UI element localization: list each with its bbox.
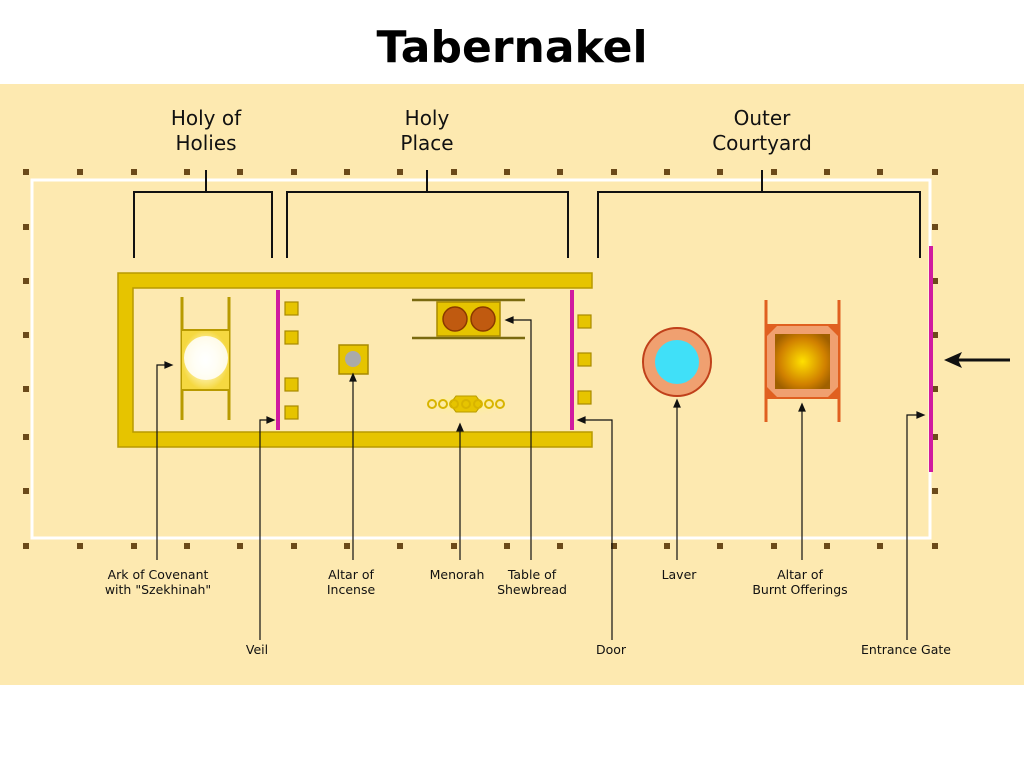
- heading-outer-courtyard-1: Outer: [734, 106, 792, 130]
- label-altar-burnt-2: Burnt Offerings: [752, 582, 847, 597]
- altar-of-incense: [338, 344, 369, 375]
- tabernacle-walls: [117, 272, 593, 448]
- leader-lines: [156, 316, 926, 640]
- label-table-2: Shewbread: [497, 582, 567, 597]
- heading-holy-place-2: Place: [400, 131, 453, 155]
- entrance-arrow: [944, 352, 1010, 368]
- label-menorah: Menorah: [430, 567, 485, 582]
- courtyard-post: [23, 224, 29, 230]
- label-door: Door: [596, 642, 627, 657]
- courtyard-post: [451, 169, 457, 175]
- menorah: [418, 390, 514, 418]
- courtyard-post: [824, 543, 830, 549]
- ark-of-covenant: [180, 297, 231, 420]
- heading-holy-of-holies-2: Holies: [175, 131, 236, 155]
- courtyard-post: [184, 169, 190, 175]
- courtyard-post: [932, 543, 938, 549]
- courtyard-post: [23, 543, 29, 549]
- courtyard-post: [131, 543, 137, 549]
- courtyard-post: [77, 543, 83, 549]
- courtyard-post: [664, 543, 670, 549]
- section-brackets: [133, 170, 921, 258]
- courtyard-post: [344, 543, 350, 549]
- courtyard-post: [932, 386, 938, 392]
- courtyard-post: [397, 543, 403, 549]
- heading-outer-courtyard-2: Courtyard: [712, 131, 812, 155]
- courtyard-post: [611, 169, 617, 175]
- courtyard-post: [23, 386, 29, 392]
- courtyard-post: [237, 543, 243, 549]
- label-altar-incense-1: Altar of: [328, 567, 374, 582]
- label-laver: Laver: [662, 567, 698, 582]
- courtyard-post: [291, 543, 297, 549]
- courtyard-post: [23, 434, 29, 440]
- courtyard-post: [237, 169, 243, 175]
- courtyard-post: [932, 434, 938, 440]
- courtyard-post: [557, 543, 563, 549]
- courtyard-post: [291, 169, 297, 175]
- label-altar-incense-2: Incense: [327, 582, 376, 597]
- courtyard-post: [664, 169, 670, 175]
- courtyard-post: [23, 169, 29, 175]
- courtyard-post: [877, 543, 883, 549]
- label-veil: Veil: [246, 642, 268, 657]
- courtyard-post: [131, 169, 137, 175]
- courtyard-post: [397, 169, 403, 175]
- table-of-shewbread: [412, 298, 525, 340]
- courtyard-post: [504, 169, 510, 175]
- altar-of-burnt-offerings: [764, 300, 841, 422]
- courtyard-posts: [23, 169, 938, 549]
- courtyard-post: [932, 488, 938, 494]
- courtyard-post: [932, 169, 938, 175]
- courtyard-post: [451, 543, 457, 549]
- courtyard-post: [504, 543, 510, 549]
- courtyard-post: [611, 543, 617, 549]
- courtyard-post: [932, 332, 938, 338]
- courtyard-post: [717, 169, 723, 175]
- heading-holy-of-holies-1: Holy of: [171, 106, 242, 130]
- courtyard-post: [23, 332, 29, 338]
- courtyard-post: [557, 169, 563, 175]
- diagram-background: [0, 84, 1024, 685]
- courtyard-post: [77, 169, 83, 175]
- courtyard-post: [23, 488, 29, 494]
- courtyard-post: [877, 169, 883, 175]
- label-table-1: Table of: [507, 567, 557, 582]
- courtyard-post: [824, 169, 830, 175]
- label-ark-1: Ark of Covenant: [108, 567, 209, 582]
- laver: [642, 327, 712, 397]
- courtyard-post: [23, 278, 29, 284]
- courtyard-post: [932, 278, 938, 284]
- label-entrance-gate: Entrance Gate: [861, 642, 951, 657]
- courtyard-post: [932, 224, 938, 230]
- courtyard-post: [717, 543, 723, 549]
- courtyard-post: [184, 543, 190, 549]
- label-ark-2: with "Szekhinah": [105, 582, 211, 597]
- page-title: Tabernakel: [376, 22, 648, 73]
- label-altar-burnt-1: Altar of: [777, 567, 823, 582]
- courtyard-post: [344, 169, 350, 175]
- heading-holy-place-1: Holy: [405, 106, 450, 130]
- pillars: [284, 301, 592, 420]
- courtyard-post: [771, 543, 777, 549]
- courtyard-post: [771, 169, 777, 175]
